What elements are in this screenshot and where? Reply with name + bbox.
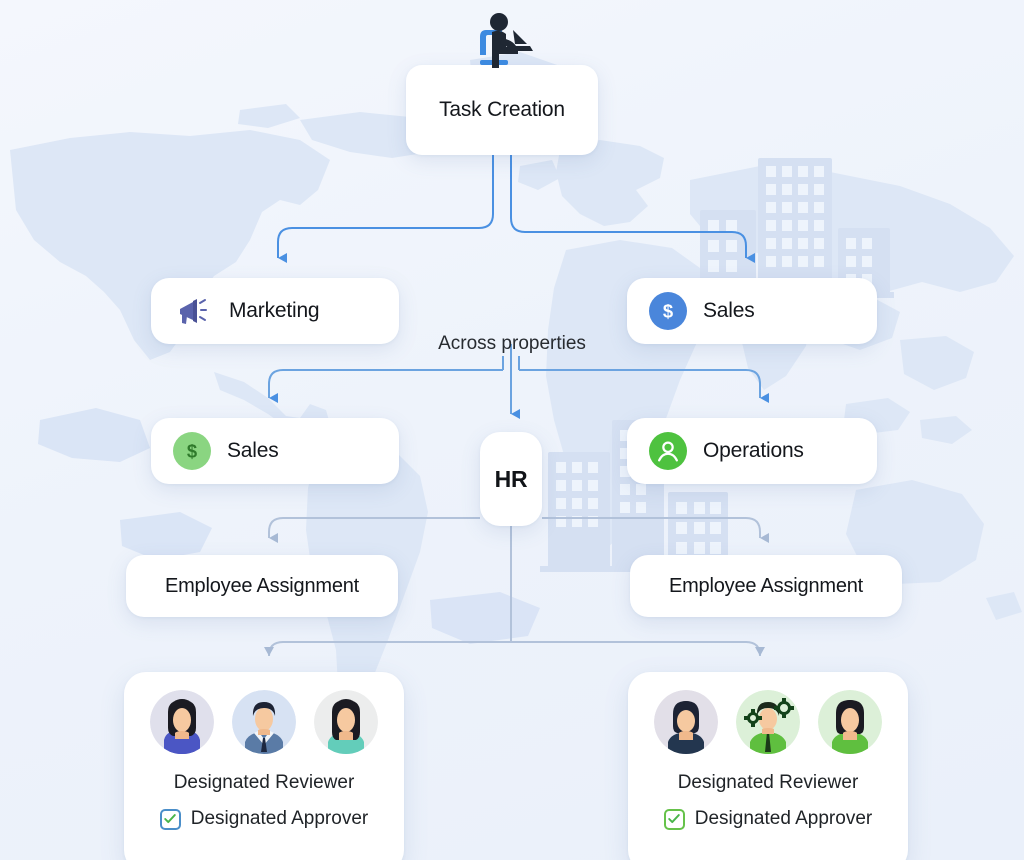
designated-reviewer-label-right: Designated Reviewer bbox=[677, 772, 859, 793]
edge-bus-to-card-right bbox=[511, 641, 770, 661]
node-sales-mid-label: Sales bbox=[227, 439, 279, 462]
approver-checkbox-right[interactable] bbox=[663, 808, 685, 830]
node-marketing[interactable]: Marketing bbox=[151, 278, 399, 344]
avatar-man-gears bbox=[736, 690, 800, 754]
node-marketing-label: Marketing bbox=[229, 299, 320, 322]
approver-card-left[interactable]: Designated Reviewer Designated Approver bbox=[124, 672, 404, 860]
avatar-row-left bbox=[150, 690, 378, 754]
avatar-woman-teal bbox=[314, 690, 378, 754]
node-employee-assignment-right-label: Employee Assignment bbox=[668, 574, 864, 597]
node-sales-mid[interactable]: $ Sales bbox=[151, 418, 399, 484]
node-employee-assignment-left-label: Employee Assignment bbox=[164, 574, 360, 597]
edge-bus-to-card-left bbox=[268, 641, 511, 662]
node-operations-label: Operations bbox=[703, 439, 804, 462]
node-employee-assignment-left[interactable]: Employee Assignment bbox=[126, 555, 398, 617]
edge-task-to-marketing bbox=[277, 155, 494, 263]
node-sales-top[interactable]: $ Sales bbox=[627, 278, 877, 344]
avatar-woman-navy bbox=[654, 690, 718, 754]
svg-text:$: $ bbox=[187, 440, 197, 461]
person-at-laptop-icon bbox=[480, 13, 533, 68]
across-properties-text: Across properties bbox=[438, 333, 586, 354]
node-task-creation-label: Task Creation bbox=[439, 98, 565, 121]
megaphone-icon bbox=[173, 292, 211, 330]
avatar-man-suit bbox=[232, 690, 296, 754]
edge-task-to-sales-top bbox=[510, 155, 755, 263]
edge-hr-to-emp-left bbox=[268, 517, 480, 543]
person-circle-green-icon bbox=[649, 432, 687, 470]
node-hr[interactable]: HR bbox=[480, 432, 542, 526]
designated-approver-label-left: Designated Approver bbox=[190, 808, 369, 829]
edge-bus-left bbox=[268, 369, 503, 403]
edge-bus-spine bbox=[502, 356, 520, 370]
node-employee-assignment-right[interactable]: Employee Assignment bbox=[630, 555, 902, 617]
edge-bus-right bbox=[519, 369, 769, 403]
approver-checkbox-left[interactable] bbox=[159, 808, 181, 830]
approver-card-right[interactable]: Designated Reviewer Designated Approver bbox=[628, 672, 908, 860]
avatar-woman-green bbox=[818, 690, 882, 754]
avatar-row-right bbox=[654, 690, 882, 754]
dollar-circle-blue-icon: $ bbox=[649, 292, 687, 330]
dollar-circle-green-icon: $ bbox=[173, 432, 211, 470]
node-task-creation[interactable]: Task Creation bbox=[406, 65, 598, 155]
designated-approver-row-right[interactable]: Designated Approver bbox=[663, 808, 873, 830]
designated-reviewer-label-left: Designated Reviewer bbox=[173, 772, 355, 793]
designated-approver-label-right: Designated Approver bbox=[694, 808, 873, 829]
node-sales-top-label: Sales bbox=[703, 299, 755, 322]
designated-approver-row-left[interactable]: Designated Approver bbox=[159, 808, 369, 830]
node-operations[interactable]: Operations bbox=[627, 418, 877, 484]
svg-text:$: $ bbox=[663, 300, 673, 321]
edge-hr-to-emp-right bbox=[542, 517, 769, 543]
node-hr-label: HR bbox=[494, 465, 528, 492]
avatar-woman-purple bbox=[150, 690, 214, 754]
